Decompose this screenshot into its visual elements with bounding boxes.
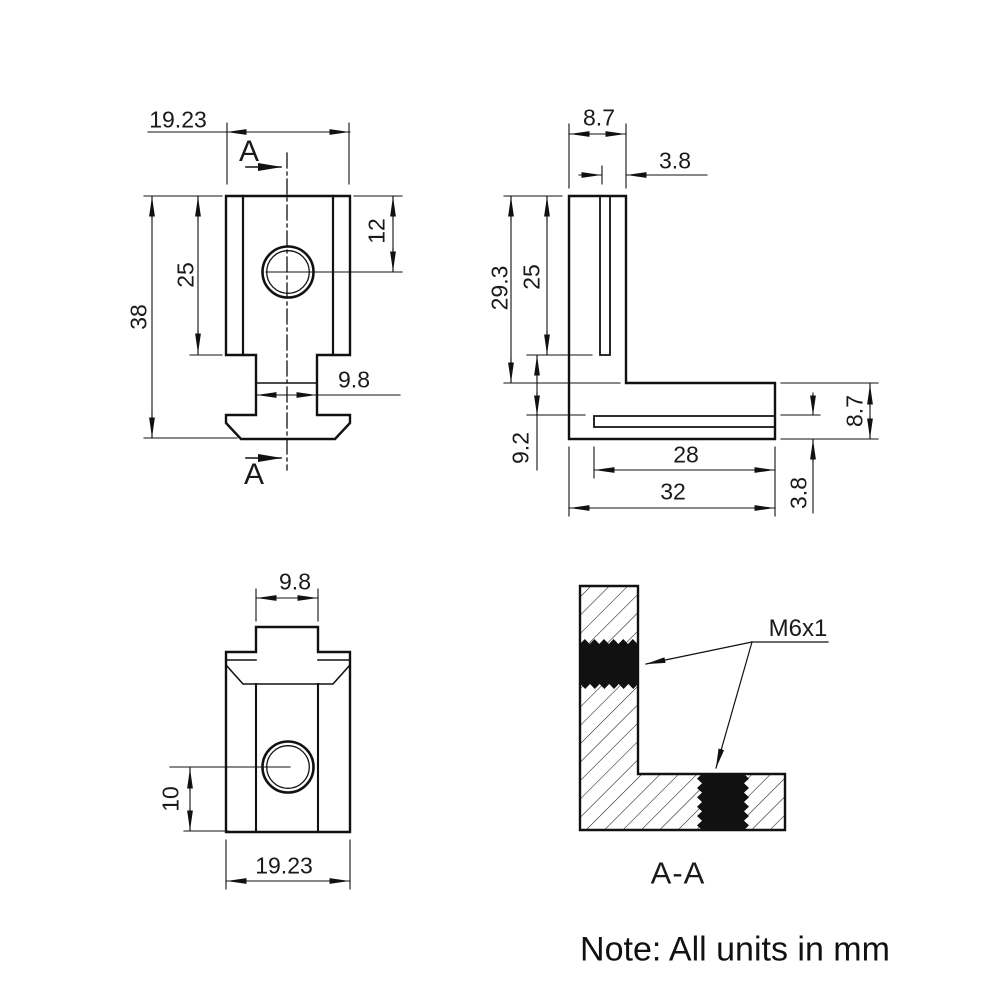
bottom-view-linework: [169, 588, 352, 890]
section-marker-top: A: [238, 135, 260, 168]
dim-side-web-height: 9.2: [507, 432, 534, 464]
dim-front-hole-offset: 12: [363, 218, 390, 244]
dim-front-neck-width: 9.8: [338, 366, 370, 393]
dim-side-slot-depth: 25: [518, 264, 545, 290]
dim-bottom-hole-offset: 10: [157, 786, 184, 812]
front-view-linework: [143, 122, 403, 471]
section-title: A-A: [650, 855, 706, 891]
dim-side-leg-inner-height: 29.3: [486, 265, 513, 311]
units-note: Note: All units in mm: [580, 930, 890, 969]
dim-front-overall-height: 38: [125, 304, 152, 330]
dim-side-base-slot-offset: 3.8: [785, 477, 812, 509]
section-marker-bottom: A: [243, 458, 265, 491]
side-view-linework: [503, 123, 879, 517]
dim-side-slot-wall-offset: 3.8: [659, 147, 691, 174]
dim-side-base-inner-length: 28: [673, 441, 699, 468]
dim-bottom-neck-width: 9.8: [279, 568, 311, 595]
dim-front-flange-height: 25: [172, 262, 199, 288]
dim-side-base-length: 32: [660, 478, 686, 505]
thread-callout: M6x1: [768, 615, 828, 642]
section-view-linework: [578, 584, 829, 832]
dim-front-overall-width: 19.23: [149, 106, 207, 133]
dim-side-base-thickness: 8.7: [841, 395, 868, 427]
dim-bottom-overall-width: 19.23: [255, 852, 313, 879]
dim-side-leg-thickness: 8.7: [583, 104, 615, 131]
